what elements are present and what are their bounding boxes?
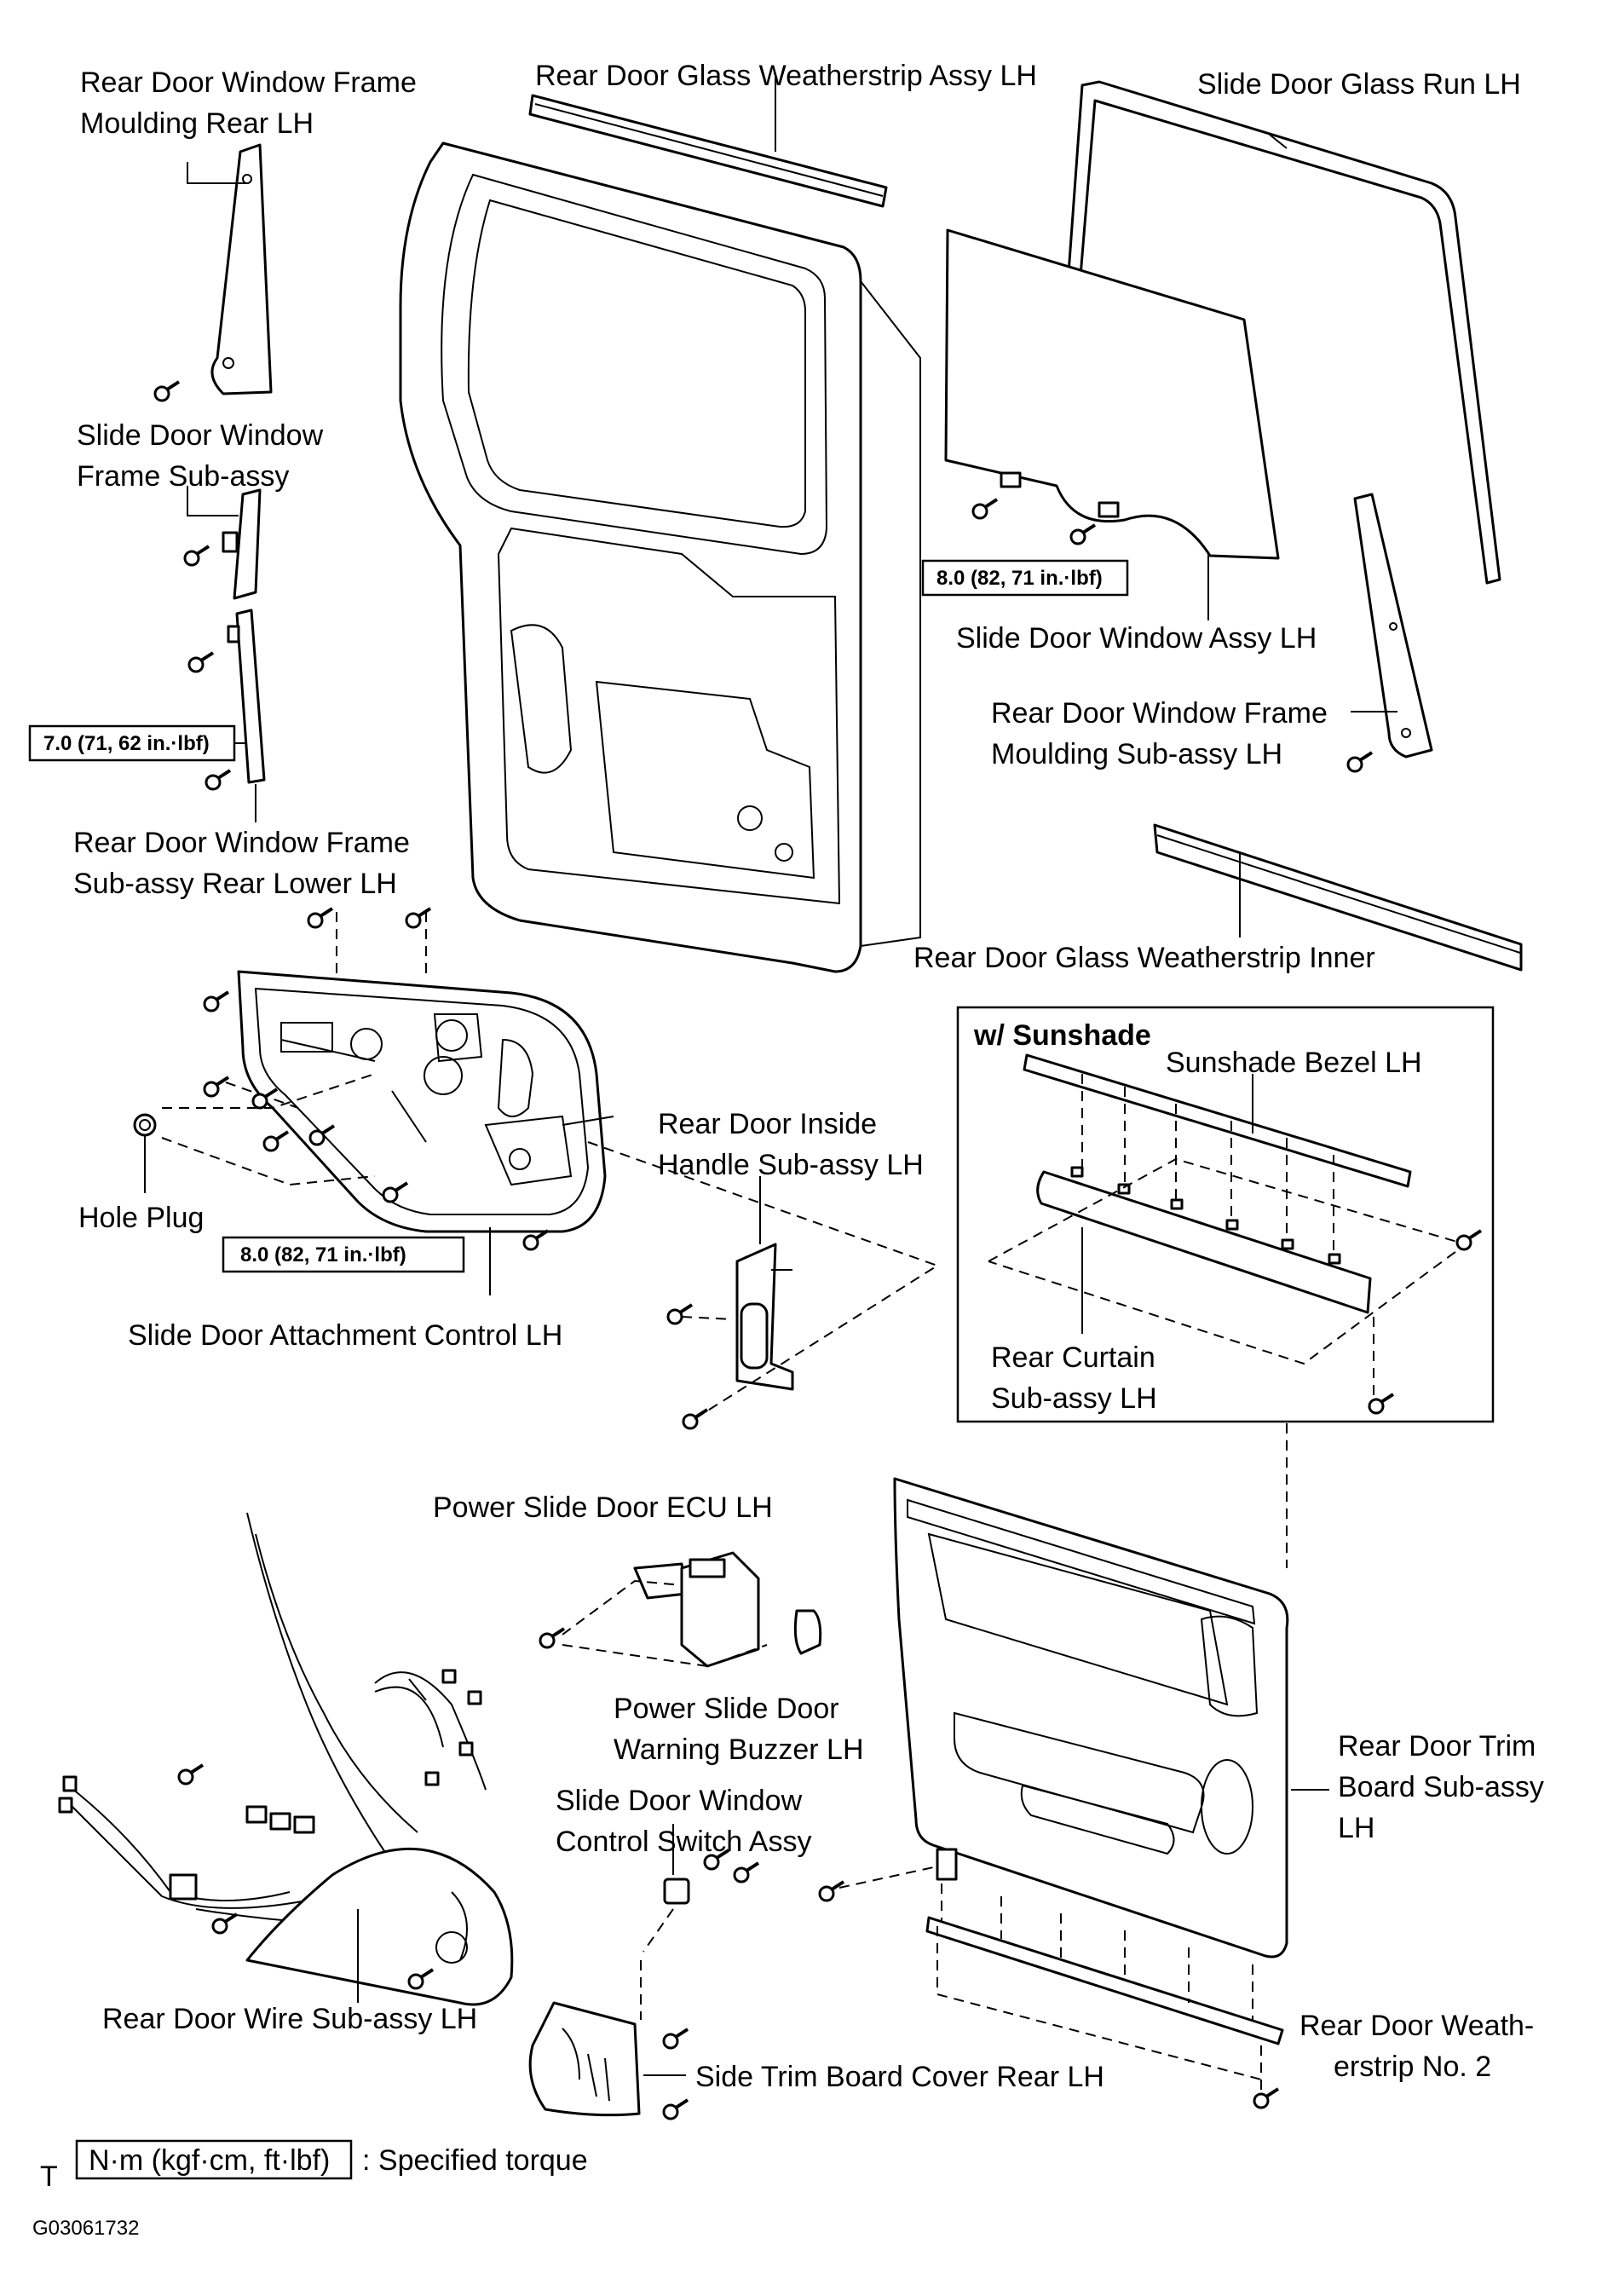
weatherstrip-inner <box>1153 823 1523 972</box>
attachment-control <box>237 970 614 1233</box>
svg-text:Moulding Sub-assy LH: Moulding Sub-assy LH <box>991 738 1282 770</box>
svg-text:Rear Door Window Frame: Rear Door Window Frame <box>73 827 410 859</box>
svg-text:Power Slide Door: Power Slide Door <box>614 1693 839 1725</box>
svg-text:T: T <box>40 2160 58 2193</box>
svg-text:Rear Curtain: Rear Curtain <box>991 1341 1155 1374</box>
svg-text:Warning Buzzer LH: Warning Buzzer LH <box>614 1734 864 1766</box>
label-frame-moulding-subassy: Rear Door Window Frame Moulding Sub-assy… <box>991 697 1328 770</box>
svg-text:Slide Door Glass Run LH: Slide Door Glass Run LH <box>1197 68 1521 101</box>
label-glass-weatherstrip: Rear Door Glass Weatherstrip Assy LH <box>535 60 1037 92</box>
svg-text:Rear Door Glass Weatherstrip A: Rear Door Glass Weatherstrip Assy LH <box>535 60 1037 92</box>
label-frame-rear-lower: Rear Door Window Frame Sub-assy Rear Low… <box>73 827 410 900</box>
door-panel <box>399 141 921 973</box>
label-window-assy: Slide Door Window Assy LH <box>956 622 1317 655</box>
label-sunshade-bezel: Sunshade Bezel LH <box>1166 1047 1422 1079</box>
svg-text:Frame Sub-assy: Frame Sub-assy <box>77 460 289 493</box>
label-wire-subassy: Rear Door Wire Sub-assy LH <box>102 2003 477 2035</box>
svg-text:Hole Plug: Hole Plug <box>78 1202 204 1234</box>
label-glass-run: Slide Door Glass Run LH <box>1197 68 1521 101</box>
glass-run <box>1059 80 1501 585</box>
carrier-bolts <box>161 907 550 1295</box>
svg-text:Power Slide Door ECU LH: Power Slide Door ECU LH <box>433 1491 773 1524</box>
svg-text:8.0 (82, 71 in.·lbf): 8.0 (82, 71 in.·lbf) <box>240 1243 406 1266</box>
frame-rear-lower <box>187 609 266 822</box>
label-side-trim-cover: Side Trim Board Cover Rear LH <box>695 2061 1104 2093</box>
glass-weatherstrip-assy <box>528 75 888 208</box>
hole-plug-part <box>133 1113 157 1193</box>
figure-id: G03061732 <box>32 2217 139 2240</box>
label-frame-moulding-rear: Rear Door Window Frame Moulding Rear LH <box>80 66 417 140</box>
label-buzzer: Power Slide Door Warning Buzzer LH <box>614 1693 864 1766</box>
svg-text:Rear Door Glass Weatherstrip I: Rear Door Glass Weatherstrip Inner <box>913 942 1375 974</box>
svg-text:Rear Door Trim: Rear Door Trim <box>1338 1730 1536 1762</box>
svg-text:8.0 (82, 71 in.·lbf): 8.0 (82, 71 in.·lbf) <box>936 567 1103 590</box>
ecu <box>539 1551 822 1668</box>
svg-text:Sub-assy Rear Lower LH: Sub-assy Rear Lower LH <box>73 868 397 900</box>
svg-text:Sunshade Bezel LH: Sunshade Bezel LH <box>1166 1047 1422 1079</box>
window-switch <box>643 1824 760 1953</box>
label-switch-assy: Slide Door Window Control Switch Assy <box>556 1785 811 1858</box>
svg-text:Rear Door Inside: Rear Door Inside <box>658 1108 877 1140</box>
torque-box-window-assy: 8.0 (82, 71 in.·lbf) <box>921 559 1129 597</box>
label-weatherstrip-inner: Rear Door Glass Weatherstrip Inner <box>913 942 1375 974</box>
svg-text:w/ Sunshade: w/ Sunshade <box>973 1019 1151 1052</box>
trim-board <box>818 1477 1329 1959</box>
svg-text:Handle Sub-assy LH: Handle Sub-assy LH <box>658 1149 924 1181</box>
label-weatherstrip-no2: Rear Door Weath- erstrip No. 2 <box>1299 2010 1534 2083</box>
label-trim-board: Rear Door Trim Board Sub-assy LH <box>1338 1730 1544 1844</box>
torque-legend: T N·m (kgf·cm, ft·lbf) : Specified torqu… <box>40 2139 588 2193</box>
label-rear-curtain: Rear Curtain Sub-assy LH <box>991 1341 1157 1415</box>
inside-handle <box>587 1141 940 1430</box>
side-trim-cover <box>528 1960 689 2120</box>
svg-text:G03061732: G03061732 <box>32 2217 139 2240</box>
svg-text:Slide Door Window: Slide Door Window <box>556 1785 803 1817</box>
svg-text:Control Switch Assy: Control Switch Assy <box>556 1826 811 1858</box>
svg-text:Rear Door Window Frame: Rear Door Window Frame <box>80 66 417 99</box>
frame-moulding-rear <box>153 143 273 402</box>
svg-text:Rear Door Window Frame: Rear Door Window Frame <box>991 697 1328 730</box>
window-frame-subassy <box>183 486 262 600</box>
torque-box-attachment-control: 8.0 (82, 71 in.·lbf) <box>222 1236 465 1273</box>
wire-harness <box>58 1512 514 2006</box>
label-ecu: Power Slide Door ECU LH <box>433 1491 773 1524</box>
label-attachment-control: Slide Door Attachment Control LH <box>128 1319 562 1352</box>
label-hole-plug: Hole Plug <box>78 1202 204 1234</box>
svg-text:Rear Door Weath-: Rear Door Weath- <box>1299 2010 1534 2042</box>
svg-text:Moulding Rear LH: Moulding Rear LH <box>80 107 314 140</box>
sunshade-box <box>956 1006 1495 1423</box>
weatherstrip-no2 <box>925 1884 1284 2109</box>
window-glass <box>944 228 1280 620</box>
svg-text:Rear Door Wire Sub-assy LH: Rear Door Wire Sub-assy LH <box>102 2003 477 2035</box>
svg-text:Side Trim Board Cover Rear LH: Side Trim Board Cover Rear LH <box>695 2061 1104 2093</box>
torque-box-frame-rear-lower: 7.0 (71, 62 in.·lbf) <box>28 724 247 762</box>
svg-text:Slide Door Attachment Control: Slide Door Attachment Control LH <box>128 1319 562 1352</box>
label-inside-handle: Rear Door Inside Handle Sub-assy LH <box>658 1108 924 1181</box>
svg-text:erstrip No. 2: erstrip No. 2 <box>1334 2051 1491 2083</box>
svg-text:Slide Door Window: Slide Door Window <box>77 419 324 452</box>
frame-moulding-subassy <box>1346 493 1433 773</box>
label-sunshade-box-title: w/ Sunshade <box>973 1019 1151 1052</box>
svg-text:N·m (kgf·cm, ft·lbf): N·m (kgf·cm, ft·lbf) <box>89 2144 330 2177</box>
label-window-frame-subassy: Slide Door Window Frame Sub-assy <box>77 419 324 493</box>
svg-text:: Specified torque: : Specified torque <box>362 2144 588 2177</box>
svg-text:7.0 (71, 62 in.·lbf): 7.0 (71, 62 in.·lbf) <box>43 732 210 755</box>
svg-text:Sub-assy LH: Sub-assy LH <box>991 1382 1157 1415</box>
svg-text:LH: LH <box>1338 1812 1374 1844</box>
svg-text:Slide Door Window Assy LH: Slide Door Window Assy LH <box>956 622 1317 655</box>
sunshade-parts <box>988 1053 1483 1415</box>
svg-text:Board Sub-assy: Board Sub-assy <box>1338 1771 1544 1803</box>
